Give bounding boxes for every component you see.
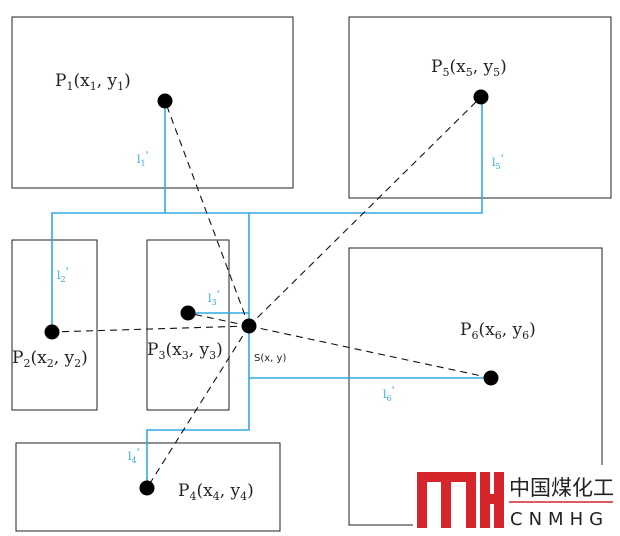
point-p4 (139, 480, 155, 496)
label-l3: l3' (208, 288, 220, 307)
label-l2: l2' (57, 265, 69, 284)
building-p5 (348, 16, 612, 199)
label-p1: P1(x1, y1) (55, 71, 131, 93)
logo-mark-h (480, 472, 504, 528)
path-main-horizontal (51, 97, 483, 332)
point-p3 (180, 305, 196, 321)
label-p5: P5(x5, y5) (431, 57, 507, 79)
dashed-line-p3 (187, 312, 250, 327)
label-p4: P4(x4, y4) (178, 481, 254, 503)
label-source: S(x, y) (254, 353, 286, 364)
path-network (51, 97, 491, 488)
dashed-line-p2 (51, 325, 250, 333)
building-p1 (11, 16, 294, 189)
dashed-line-p1 (164, 100, 250, 327)
dashed-line-p6 (248, 325, 492, 379)
point-p5 (473, 89, 489, 105)
label-p2: P2(x2, y2) (12, 348, 88, 370)
logo-mark-m (417, 472, 476, 528)
logo-english-name: CNMHG (510, 509, 609, 530)
cnmhg-logo: 中国煤化工 CNMHG (413, 465, 614, 531)
point-p6 (483, 370, 499, 386)
point-p1 (157, 93, 173, 109)
building-p3 (146, 239, 230, 411)
straight-lines (51, 96, 492, 489)
label-p6: P6(x6, y6) (460, 320, 536, 342)
label-l5: l5' (492, 152, 504, 171)
logo-chinese-name: 中国煤化工 (509, 476, 614, 500)
label-l6: l6' (383, 384, 395, 403)
dashed-line-p5 (248, 96, 482, 327)
point-p2 (44, 324, 60, 340)
label-l4: l4' (128, 446, 140, 465)
point-s (241, 318, 257, 334)
dashed-line-p4 (146, 325, 250, 489)
label-l1: l1' (137, 149, 149, 168)
label-p3: P3(x3, y3) (147, 340, 223, 362)
